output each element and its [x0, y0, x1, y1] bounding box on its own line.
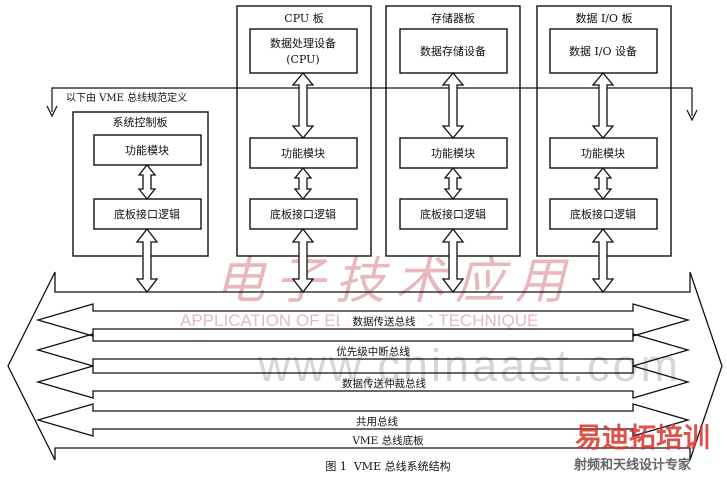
- function-module-label-cpu: 功能模块: [281, 146, 325, 160]
- bus-arrows: [7, 271, 723, 461]
- board-title-memory: 存储器板: [431, 11, 475, 25]
- arrow-cpu-device-func: [291, 71, 315, 140]
- device-label-cpu-sub: (CPU): [286, 53, 319, 66]
- arrow-mem-func-logic: [443, 166, 463, 201]
- device-label-data-io: 数据 I/O 设备: [569, 44, 637, 58]
- device-label-cpu: 数据处理设备: [270, 36, 336, 50]
- arrow-io-device-func: [591, 71, 615, 140]
- brand-watermark: 易迪拓培训 射频和天线设计专家: [573, 423, 710, 473]
- vme-backplane-outline: [7, 271, 723, 461]
- arrow-cpu-func-logic: [293, 166, 313, 201]
- function-module-label-memory: 功能模块: [431, 146, 475, 160]
- backplane-logic-label-data-io: 底板接口逻辑: [570, 207, 636, 221]
- board-title-data-io: 数据 I/O 板: [575, 11, 632, 25]
- arrow-sys-to-backplane: [135, 227, 159, 294]
- vme-definition-note: 以下由 VME 总线规范定义: [66, 91, 187, 104]
- board-title-system-control: 系统控制板: [113, 115, 168, 129]
- backplane-label: VME 总线底板: [351, 434, 424, 447]
- device-label-memory: 数据存储设备: [420, 44, 486, 58]
- vme-definition-boundary: 以下由 VME 总线规范定义: [46, 87, 698, 122]
- watermark-url: www.chinaaet.com: [257, 340, 681, 391]
- bus-arbitration: [35, 365, 691, 399]
- watermark: 电子技术应用 APPLICATION OF ELECTRONIC TECHNIQ…: [180, 252, 681, 391]
- bus-label-arbitration: 数据传送仲裁总线: [342, 377, 426, 390]
- arrow-io-func-logic: [593, 166, 613, 201]
- device-box-cpu: [249, 28, 358, 74]
- arrow-sys-func-logic: [137, 163, 157, 201]
- function-module-label-system-control: 功能模块: [125, 143, 169, 157]
- watermark-cn: 电子技术应用: [215, 252, 575, 310]
- bus-label-priority-interrupt: 优先级中断总线: [336, 345, 410, 358]
- backplane-logic-label-memory: 底板接口逻辑: [420, 207, 486, 221]
- function-module-label-data-io: 功能模块: [581, 146, 625, 160]
- bus-label-utility: 共用总线: [356, 415, 398, 428]
- brand-tagline: 射频和天线设计专家: [573, 457, 692, 473]
- backplane-logic-label-system-control: 底板接口逻辑: [114, 207, 180, 221]
- brand-name: 易迪拓培训: [575, 423, 710, 454]
- bus-utility: [35, 403, 691, 437]
- board-system-control: [72, 111, 209, 257]
- figure-caption: 图 1 VME 总线系统结构: [325, 459, 450, 473]
- arrow-io-to-backplane: [591, 227, 615, 294]
- backplane-logic-label-cpu: 底板接口逻辑: [270, 207, 336, 221]
- bus-label-data-transfer: 数据传送总线: [353, 315, 416, 328]
- board-title-cpu: CPU 板: [284, 11, 323, 25]
- arrow-mem-device-func: [441, 71, 465, 140]
